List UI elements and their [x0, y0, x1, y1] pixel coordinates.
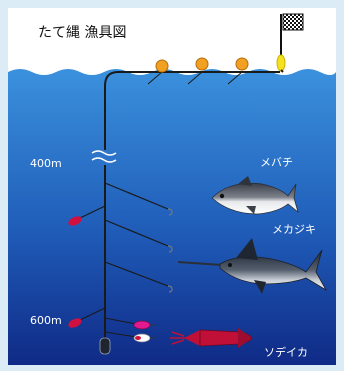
hooks: [167, 208, 173, 293]
depth-label-400m: 400m: [30, 157, 62, 170]
branch-lines: [104, 182, 169, 287]
main-line: [104, 69, 284, 340]
line-break-mark: [91, 150, 117, 163]
swordfish-illustration: [177, 238, 328, 294]
squid-illustration: [170, 328, 253, 348]
label-squid: ソデイカ: [264, 345, 308, 359]
label-swordfish: メカジキ: [272, 223, 316, 236]
left-lures: [68, 205, 106, 328]
sea: [8, 69, 336, 365]
squid-jigs: [104, 317, 156, 343]
bigeye-tuna-illustration: [211, 176, 299, 215]
label-bigeye-tuna: メバチ: [260, 156, 293, 169]
diagram-title: たて縄 漁具図: [38, 25, 126, 41]
surface-floats: [147, 57, 249, 85]
sinker: [99, 330, 111, 355]
depth-label-600m: 600m: [30, 314, 62, 327]
flag-buoy: [276, 13, 304, 72]
